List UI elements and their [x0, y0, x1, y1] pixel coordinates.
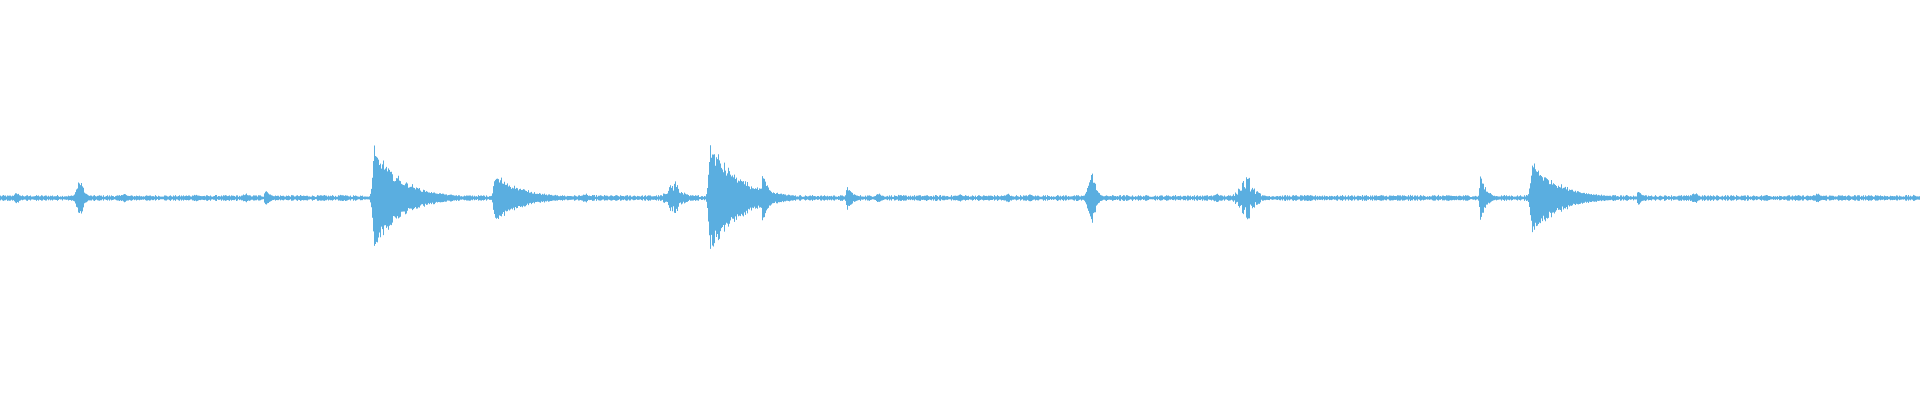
- waveform-amplitude: [0, 145, 1920, 249]
